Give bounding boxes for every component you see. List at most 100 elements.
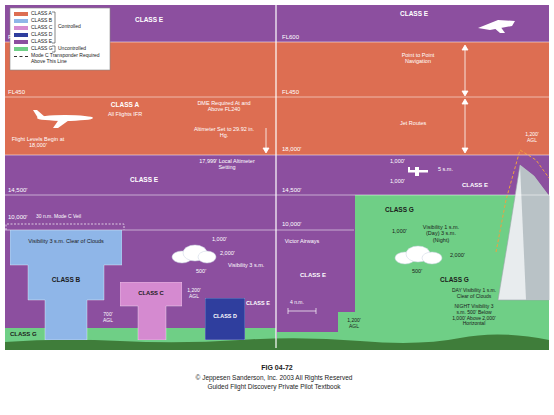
legend-swatch — [14, 19, 28, 23]
dimension-line — [288, 311, 316, 312]
dimension-tick — [288, 308, 289, 314]
agl-boundary — [496, 150, 549, 252]
diagram-label: CLASS G — [10, 331, 37, 338]
legend-text: CLASS E — [31, 39, 52, 45]
airspace-shape — [205, 298, 245, 340]
diagram-label: 1,000' — [212, 236, 227, 242]
mountain — [498, 165, 549, 300]
diagram-label: CLASS E — [400, 10, 428, 17]
diagram-label: Altimeter Set to 29.92 in. Hg. — [192, 126, 256, 139]
diagram-label: DAY Visibility 1 s.m. Clear of Clouds — [450, 288, 498, 300]
arrow-head — [462, 148, 468, 153]
diagram-label: FL450 — [282, 89, 299, 96]
legend-swatch — [14, 26, 28, 30]
arrow-head — [462, 91, 468, 96]
diagram-label: Visibility 3 s.m. — [228, 262, 264, 268]
diagram-label: NIGHT Visibility 3 s.m. 500' Below 1,000… — [450, 304, 498, 327]
diagram-label: FL450 — [8, 89, 25, 96]
arrow-head — [462, 45, 468, 50]
airspace-name: CLASS B — [28, 276, 104, 283]
diagram-label: CLASS G — [385, 206, 414, 213]
class-c-airspace: CLASS C — [120, 282, 182, 340]
small-plane — [408, 167, 428, 176]
class-d-airspace: CLASS D — [205, 298, 245, 340]
diagram-label: 17,999' Local Altimeter Setting — [192, 158, 262, 171]
jet-route-arrows — [263, 45, 468, 153]
diagram-label: CLASS E — [130, 176, 158, 183]
mode-c-veil — [6, 224, 124, 230]
diagram-label: 2,000' — [450, 252, 465, 258]
plane-tail — [408, 167, 410, 171]
shuttle — [478, 20, 515, 33]
cloud-right — [395, 246, 442, 264]
diagram-label: 1,000' — [390, 178, 405, 184]
diagram-label: 14,500' — [282, 187, 302, 194]
legend-swatch — [14, 33, 28, 37]
diagram-label: Jet Routes — [400, 120, 426, 126]
airspace-note: Visibility 3 s.m. Clear of Clouds — [18, 238, 114, 244]
arrow-shaft — [266, 128, 267, 149]
shuttle-wing — [492, 26, 505, 33]
legend-swatch — [14, 12, 28, 16]
diagram-label: CLASS E — [300, 272, 326, 279]
diagram-label: 700' AGL — [98, 312, 118, 324]
diagram-label: 14,500' — [8, 187, 28, 194]
airspace-shape — [120, 282, 182, 340]
plane-wing — [415, 167, 419, 176]
diagram-label: Victor Airways — [284, 238, 320, 244]
diagram-label: Guided Flight Discovery Private Pilot Te… — [0, 383, 551, 390]
diagram-label: 5 s.m. — [438, 166, 453, 172]
class-e-lower-band — [5, 155, 549, 348]
diagram-label: Visibility 1 s.m. (Day) 3 s.m. (Night) — [418, 224, 464, 243]
diagram-label: CLASS E — [246, 300, 270, 306]
cloud-left — [172, 245, 216, 263]
airspace-outline — [10, 230, 122, 340]
airliner-tail — [33, 110, 45, 118]
legend-swatch — [14, 47, 28, 51]
diagram-label: Controlled — [58, 24, 81, 30]
legend-text: CLASS B — [31, 18, 52, 24]
airliner-wing — [53, 118, 72, 128]
fl450-line — [5, 97, 549, 98]
mountain-shade — [520, 165, 549, 300]
14500-line — [5, 195, 549, 196]
legend-line-sample — [14, 56, 28, 57]
diagram-label: Uncontrolled — [58, 46, 86, 52]
diagram-label: CLASS G — [440, 276, 469, 283]
diagram-label: 500' — [412, 268, 422, 274]
diagram-label: 10,000' — [282, 221, 302, 228]
cloud-puff — [422, 252, 442, 264]
airspace-name: CLASS A — [85, 101, 165, 108]
divider — [275, 5, 276, 348]
airspace-note: All Flights IFR — [85, 111, 165, 117]
airliner — [33, 110, 93, 128]
diagram-label: CLASS E — [462, 182, 488, 189]
legend-text: Mode C Transponder Required Above This L… — [31, 53, 107, 65]
diagram-label: 500' — [196, 268, 206, 274]
diagram-label: 1,200' AGL — [184, 288, 204, 300]
diagram-label: 1,000' — [390, 158, 405, 164]
victor-width-dimension — [288, 308, 316, 314]
airspace-name: CLASS C — [120, 290, 182, 297]
arrow-shaft — [465, 49, 466, 92]
diagram-label: FL600 — [282, 34, 299, 41]
diagram-label: Flight Levels Begin at 18,000' — [8, 136, 68, 149]
diagram-label: 4 n.m. — [290, 300, 304, 306]
diagram-label: CLASS E — [135, 16, 163, 23]
cloud-puff — [198, 251, 216, 263]
diagram-label: 30 n.m. Mode C Veil — [36, 214, 81, 220]
diagram-label: 1,000' — [392, 228, 407, 234]
arrow-head — [462, 99, 468, 104]
diagram-label: 1,200' AGL — [342, 318, 366, 330]
arrow-shaft — [465, 103, 466, 149]
diagram-label: 18,000' — [282, 146, 302, 153]
airspace-shape — [10, 230, 122, 340]
legend-bracket — [52, 12, 55, 43]
legend-swatch — [14, 40, 28, 44]
legend-text: CLASS D — [31, 32, 52, 38]
diagram-label: 2,000' — [220, 250, 235, 256]
airspace-name: CLASS D — [205, 313, 245, 319]
